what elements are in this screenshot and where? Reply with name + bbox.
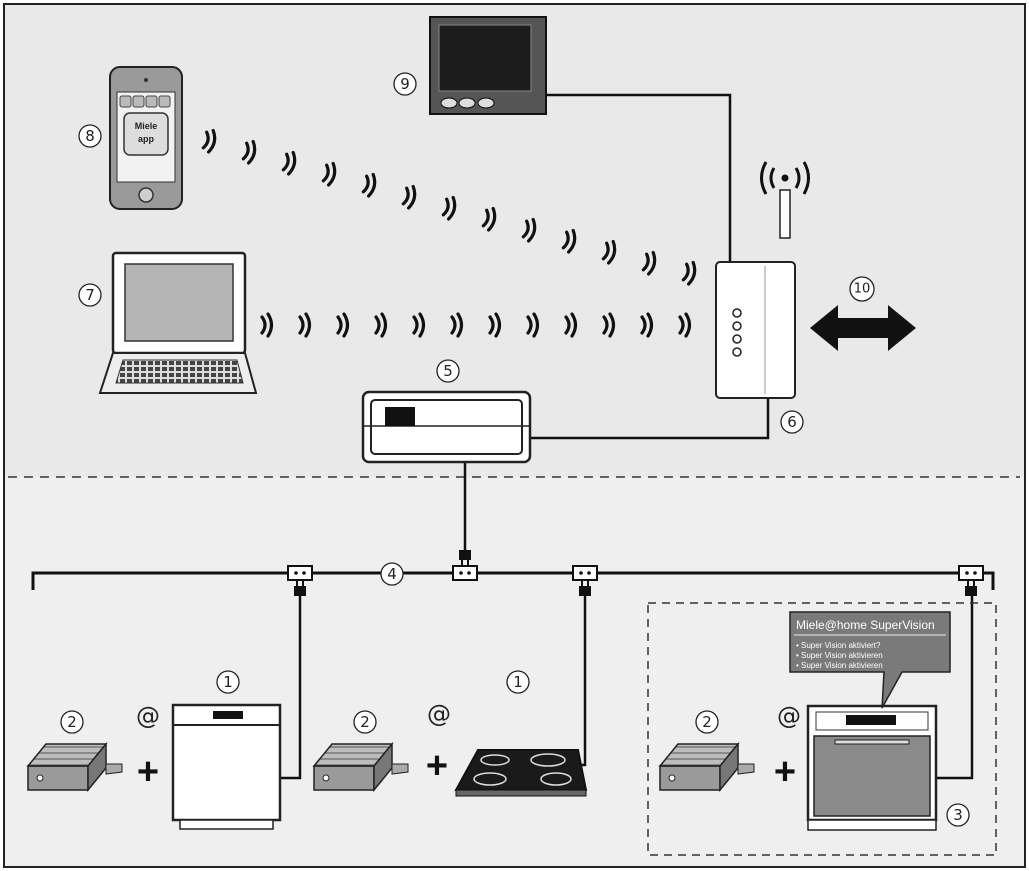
miele-app-icon bbox=[123, 112, 169, 156]
antenna-icon bbox=[760, 161, 810, 239]
callout-7: 7 bbox=[78, 283, 102, 307]
app-name-line2: app bbox=[138, 134, 155, 144]
at-sign-icon: @ bbox=[777, 702, 801, 730]
gateway-cable bbox=[527, 398, 770, 440]
callout-2: 2 bbox=[60, 710, 84, 734]
callout-4: 4 bbox=[380, 562, 404, 586]
communication-module-icon bbox=[658, 741, 755, 793]
svg-text:6: 6 bbox=[787, 413, 797, 431]
oven-icon bbox=[806, 704, 938, 831]
monitor-cable bbox=[545, 93, 732, 262]
communication-module-icon bbox=[26, 741, 123, 793]
smartphone-icon: Miele app bbox=[109, 66, 183, 210]
callout-3: 3 bbox=[946, 803, 970, 827]
wlan-router-icon bbox=[715, 261, 796, 399]
svg-text:1: 1 bbox=[513, 673, 523, 691]
svg-text:2: 2 bbox=[702, 713, 712, 731]
wireless-signal-phone bbox=[201, 128, 697, 286]
plus-sign: + bbox=[774, 751, 796, 793]
svg-text:1: 1 bbox=[223, 673, 233, 691]
dishwasher-cable bbox=[278, 595, 302, 780]
svg-text:10: 10 bbox=[854, 282, 871, 297]
cooktop-icon bbox=[454, 749, 588, 797]
laptop-icon bbox=[98, 251, 258, 394]
callout-6: 6 bbox=[780, 410, 804, 434]
supervision-line: • Super Vision aktivieren bbox=[796, 661, 883, 670]
communication-module-icon bbox=[312, 741, 409, 793]
supervision-line: • Super Vision aktiviert? bbox=[796, 641, 881, 650]
callout-9: 9 bbox=[393, 72, 417, 96]
callout-8: 8 bbox=[78, 124, 102, 148]
gateway-icon bbox=[361, 390, 532, 464]
at-sign-icon: @ bbox=[427, 700, 451, 728]
svg-text:7: 7 bbox=[85, 286, 95, 304]
callout-2: 2 bbox=[353, 710, 377, 734]
bus-outlet bbox=[958, 565, 984, 596]
svg-text:5: 5 bbox=[443, 362, 453, 380]
app-name-line1: Miele bbox=[135, 121, 158, 131]
callout-10: 10 bbox=[849, 276, 875, 302]
supervision-title: Miele@home SuperVision bbox=[796, 618, 935, 632]
callout-5: 5 bbox=[436, 359, 460, 383]
bus-outlet bbox=[572, 565, 598, 596]
bus-outlet bbox=[452, 550, 478, 581]
plus-sign: + bbox=[137, 751, 159, 793]
at-sign-icon: @ bbox=[136, 702, 160, 730]
plus-sign: + bbox=[426, 745, 448, 787]
wireless-signal-laptop bbox=[260, 312, 692, 338]
callout-2: 2 bbox=[695, 710, 719, 734]
internet-double-arrow-icon bbox=[810, 305, 916, 351]
svg-text:9: 9 bbox=[400, 75, 410, 93]
callout-1: 1 bbox=[216, 670, 240, 694]
supervision-group-box bbox=[647, 602, 997, 856]
dishwasher-icon bbox=[171, 703, 282, 830]
bus-outlet bbox=[287, 565, 313, 596]
display-panel-icon bbox=[429, 16, 547, 115]
callout-1: 1 bbox=[506, 670, 530, 694]
svg-text:2: 2 bbox=[67, 713, 77, 731]
power-bus bbox=[31, 571, 995, 590]
svg-text:8: 8 bbox=[85, 127, 95, 145]
oven-cable bbox=[936, 595, 974, 780]
svg-text:3: 3 bbox=[953, 806, 963, 824]
svg-text:4: 4 bbox=[387, 565, 397, 583]
supervision-message-bubble: Miele@home SuperVision • Super Vision ak… bbox=[789, 611, 951, 709]
supervision-line: • Super Vision aktivieren bbox=[796, 651, 883, 660]
svg-text:2: 2 bbox=[360, 713, 370, 731]
